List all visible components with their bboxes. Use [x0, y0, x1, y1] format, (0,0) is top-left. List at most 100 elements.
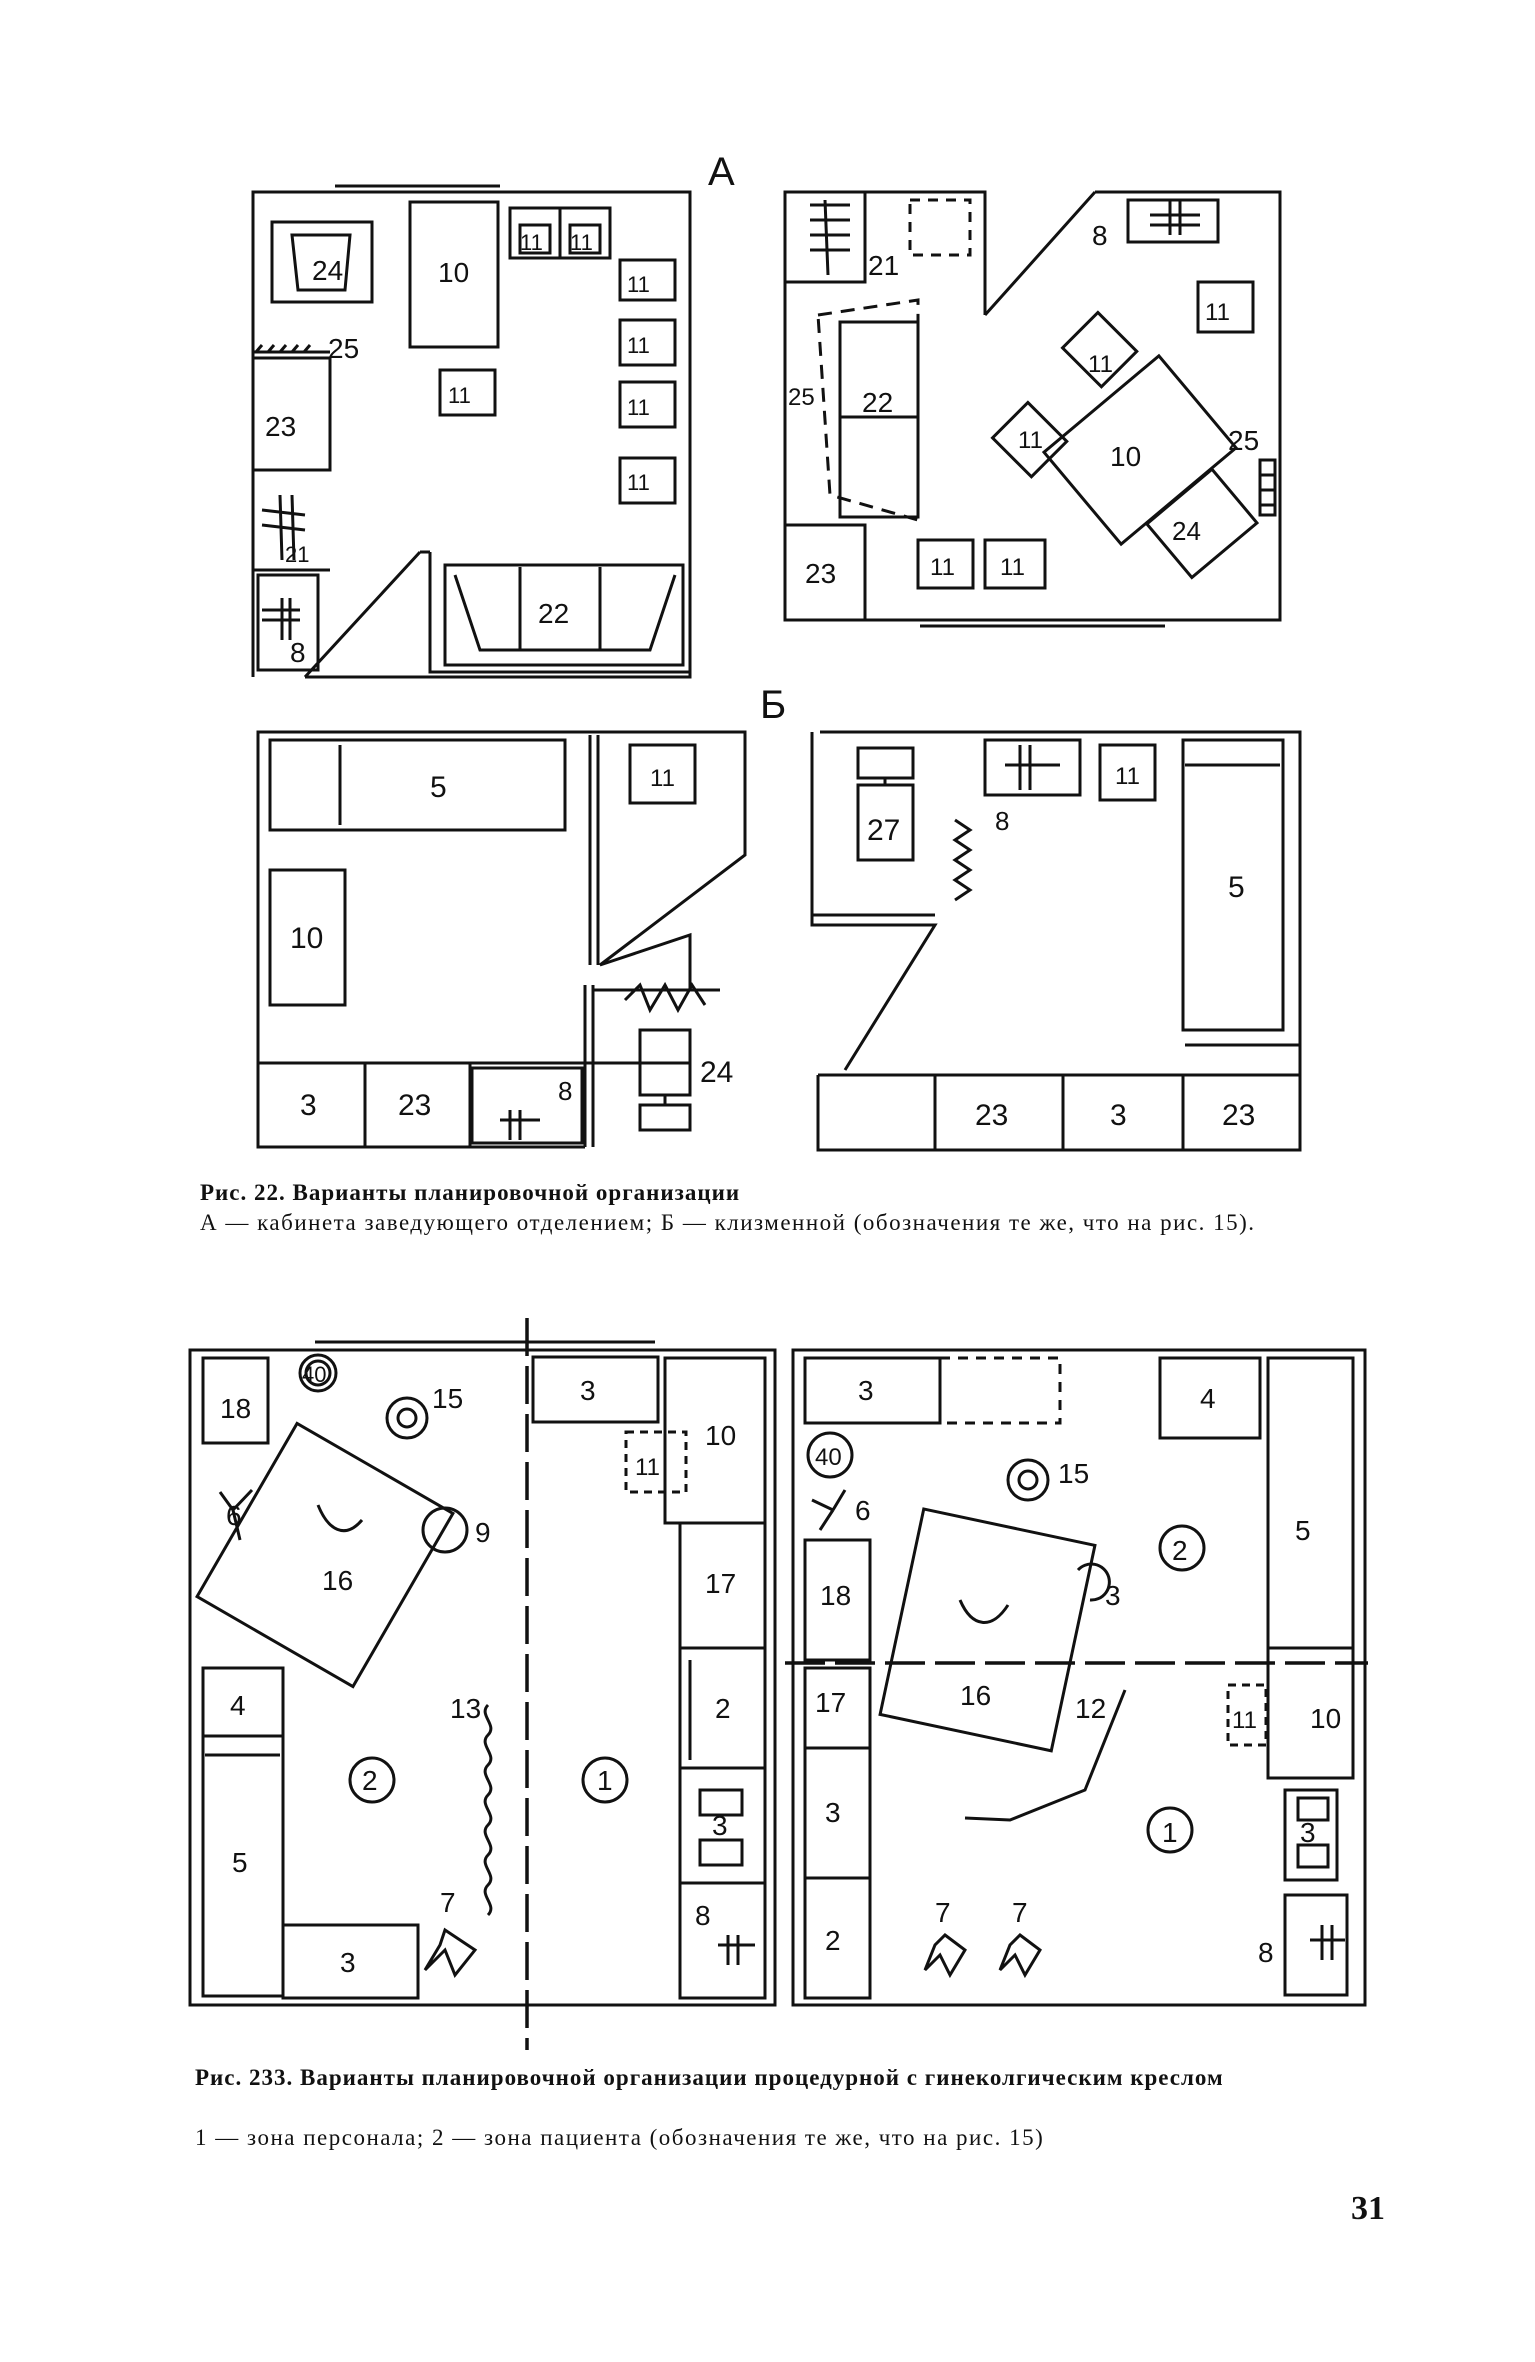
a1-label: 11 [570, 230, 593, 255]
room-c1-plan [188, 1318, 777, 2050]
c1-label: 11 [635, 1454, 660, 1481]
a1-label: 11 [627, 272, 650, 297]
b1-label: 3 [300, 1089, 317, 1122]
c2-label: 2 [1172, 1535, 1188, 1566]
b1-label: 5 [430, 771, 447, 804]
c2-label: 40 [815, 1444, 842, 1471]
c2-label: 16 [960, 1680, 991, 1711]
a1-label: 10 [438, 257, 469, 288]
a2-label: 8 [1092, 220, 1108, 251]
a2-label: 11 [1000, 554, 1025, 581]
c2-label: 15 [1058, 1458, 1089, 1489]
c2-label: 11 [1232, 1707, 1257, 1734]
a1-label: 21 [285, 542, 309, 567]
c2-label: 3 [858, 1375, 874, 1406]
a2-label: 10 [1110, 441, 1141, 472]
figure23-caption-body: 1 — зона персонала; 2 — зона пациента (о… [195, 2125, 1045, 2150]
c1-label: 9 [475, 1517, 491, 1548]
c1-label: 2 [362, 1765, 378, 1796]
room-a2-plan [783, 190, 1282, 628]
c2-label: 5 [1295, 1515, 1311, 1546]
room-b2-plan [810, 730, 1302, 1152]
c1-label: 5 [232, 1847, 248, 1878]
c1-label: 8 [695, 1900, 711, 1931]
b2-label: 23 [1222, 1099, 1255, 1132]
c2-label: 8 [1258, 1937, 1274, 1968]
figure22-caption-body: А — кабинета заведующего отделением; Б —… [200, 1210, 1256, 1235]
c2-label: 17 [815, 1687, 846, 1718]
c2-label: 3 [1300, 1817, 1316, 1848]
c2-label: 7 [1012, 1897, 1028, 1928]
c2-label: 18 [820, 1580, 851, 1611]
a1-label: 22 [538, 598, 569, 629]
figure23-caption-title: Рис. 233. Варианты планировочной организ… [195, 2065, 1224, 2090]
c1-label: 1 [597, 1765, 613, 1796]
room-a1-plan [251, 184, 692, 679]
c2-label: 2 [825, 1925, 841, 1956]
a1-label: 25 [328, 333, 359, 364]
page-number: 31 [1351, 2190, 1385, 2227]
c1-label: 40 [302, 1362, 326, 1387]
a2-label: 11 [1018, 427, 1043, 454]
room-a2-labels: 21 8 11 11 25 22 11 10 25 24 23 11 11 [788, 220, 1259, 589]
c1-label: 3 [712, 1810, 728, 1841]
a2-label: 11 [1088, 351, 1113, 378]
b2-label: 3 [1110, 1099, 1127, 1132]
figure22-caption-title: Рис. 22. Варианты планировочной организа… [200, 1180, 741, 1205]
c2-label: 10 [1310, 1703, 1341, 1734]
a1-label: 23 [265, 411, 296, 442]
room-c2-plan [785, 1348, 1368, 2007]
a1-label: 8 [290, 637, 306, 668]
c1-label: 17 [705, 1568, 736, 1599]
a2-label: 23 [805, 558, 836, 589]
c1-label: 4 [230, 1690, 246, 1721]
c2-label: 3 [825, 1797, 841, 1828]
c1-label: 3 [580, 1375, 596, 1406]
b2-label: 11 [1115, 763, 1140, 790]
a2-label: 11 [930, 554, 955, 581]
c1-label: 7 [440, 1887, 456, 1918]
room-b1-plan [256, 730, 747, 1149]
c1-label: 10 [705, 1420, 736, 1451]
a2-label: 25 [788, 384, 815, 411]
b2-label: 27 [867, 814, 900, 847]
panel-a-label: А [708, 150, 735, 194]
a2-label: 24 [1172, 516, 1201, 546]
a2-label: 21 [868, 250, 899, 281]
c2-label: 4 [1200, 1383, 1216, 1414]
room-b1-labels: 5 11 10 3 23 8 24 [290, 765, 733, 1122]
b1-label: 23 [398, 1089, 431, 1122]
b2-label: 23 [975, 1099, 1008, 1132]
a1-label: 11 [627, 333, 650, 358]
c2-label: 3 [1105, 1580, 1121, 1611]
a2-label: 11 [1205, 299, 1230, 326]
room-c2-labels: 3 4 40 15 6 5 2 18 3 16 17 12 11 10 3 1 … [815, 1375, 1341, 1968]
a2-label: 22 [862, 387, 893, 418]
b1-label: 11 [650, 765, 675, 792]
b2-label: 8 [995, 806, 1009, 836]
room-c1-labels: 18 40 15 6 9 16 4 13 2 5 7 3 3 10 11 17 … [220, 1362, 736, 1978]
room-a1-labels: 24 10 11 11 11 11 11 11 11 25 23 21 8 22 [265, 230, 650, 668]
room-b2-labels: 27 8 11 5 23 3 23 [867, 763, 1255, 1132]
b1-label: 8 [558, 1076, 572, 1106]
a1-label: 11 [448, 383, 471, 408]
c1-label: 3 [340, 1947, 356, 1978]
c1-label: 15 [432, 1383, 463, 1414]
c1-label: 6 [226, 1500, 242, 1531]
c1-label: 13 [450, 1693, 481, 1724]
a1-label: 11 [627, 470, 650, 495]
c2-label: 6 [855, 1495, 871, 1526]
b1-label: 24 [700, 1056, 733, 1089]
c1-label: 16 [322, 1565, 353, 1596]
b2-label: 5 [1228, 871, 1245, 904]
c1-label: 18 [220, 1393, 251, 1424]
a1-label: 11 [627, 395, 650, 420]
panel-b-label: Б [760, 683, 786, 727]
a1-label: 24 [312, 255, 343, 286]
b1-label: 10 [290, 922, 323, 955]
c2-label: 12 [1075, 1693, 1106, 1724]
a2-label: 25 [1228, 425, 1259, 456]
a1-label: 11 [520, 230, 543, 255]
